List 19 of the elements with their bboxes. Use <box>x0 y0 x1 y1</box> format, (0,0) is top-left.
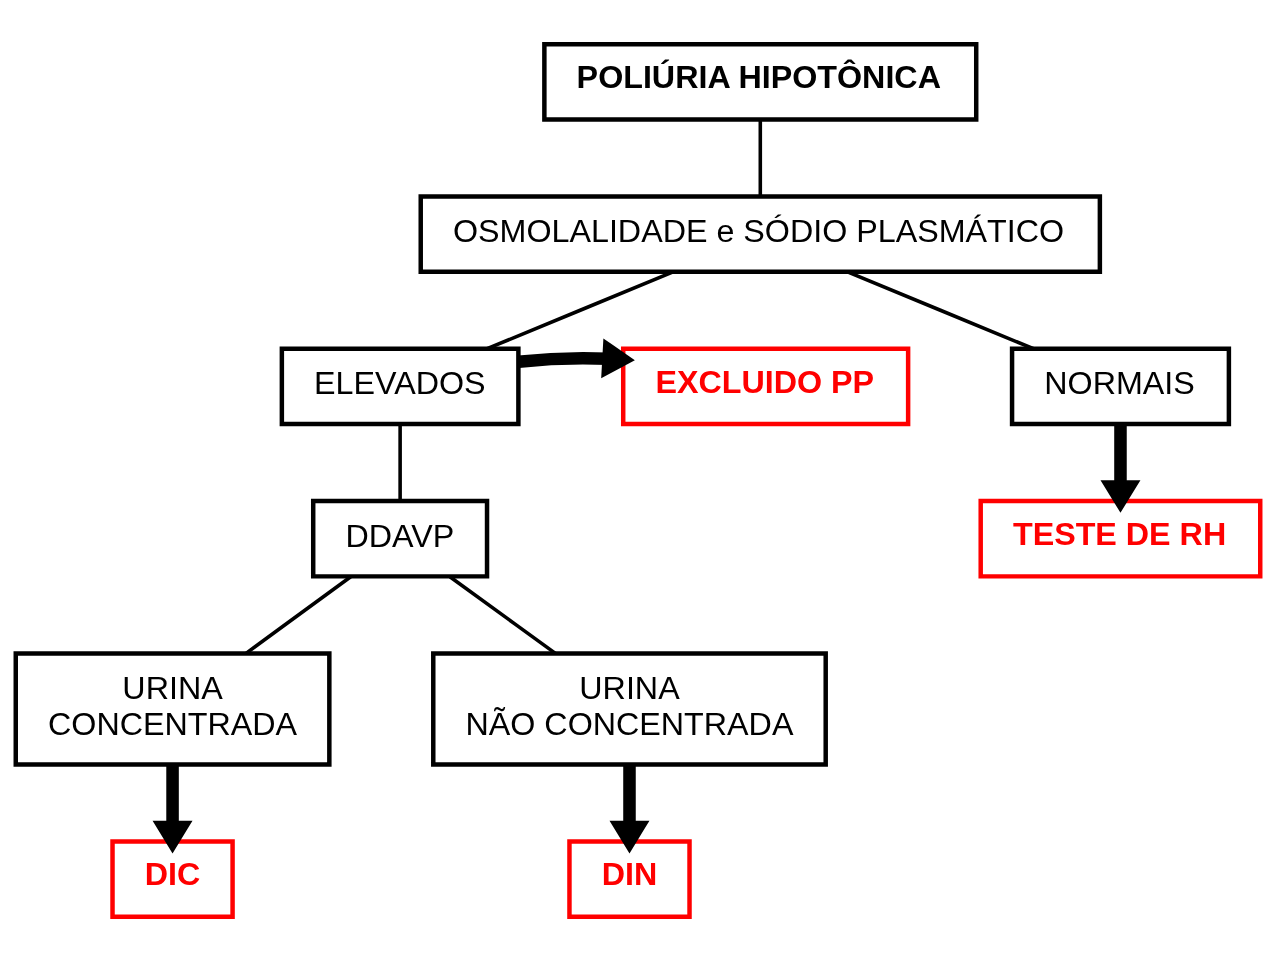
node-box: DIN <box>567 838 692 919</box>
node-box: URINA CONCENTRADA <box>13 650 332 767</box>
node-box: DDAVP <box>310 498 490 579</box>
node-box: OSMOLALIDADE e SÓDIO PLASMÁTICO <box>418 193 1103 274</box>
arrow <box>1100 423 1141 513</box>
arrow <box>152 764 193 853</box>
node-box: ELEVADOS <box>279 346 521 426</box>
arrow <box>518 337 635 378</box>
connector <box>846 269 1035 350</box>
connector <box>758 119 763 196</box>
node-box: DIC <box>110 838 235 919</box>
node-box: NORMAIS <box>1009 346 1232 426</box>
node-box: TESTE DE RH <box>978 498 1263 579</box>
arrow <box>609 764 650 853</box>
node-box: POLIÚRIA HIPOTÔNICA <box>542 41 979 122</box>
node-box: EXCLUIDO PP <box>621 346 911 426</box>
node-box: URINA NÃO CONCENTRADA <box>431 650 828 767</box>
connector <box>398 423 402 501</box>
connector <box>486 269 674 350</box>
